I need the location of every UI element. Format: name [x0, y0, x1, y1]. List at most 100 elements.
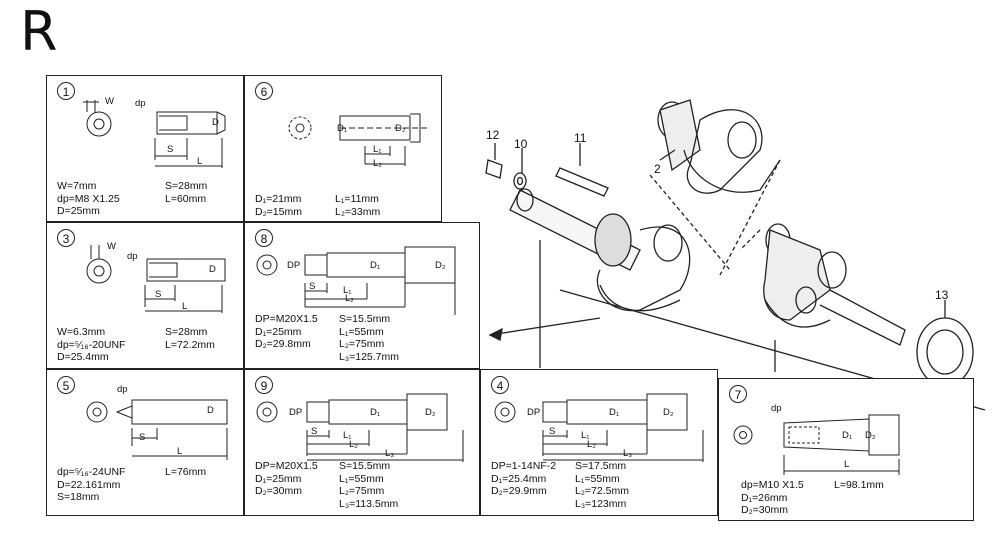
- spec-d: D=22.161mm: [57, 478, 121, 491]
- spec-list-2: S=15.5mm L₁=55mm L₂=75mm L₃=125.7mm: [339, 313, 399, 363]
- spec-d2: D₂=30mm: [741, 504, 788, 516]
- spec-dp: DP=M20X1.5: [255, 460, 318, 472]
- spec-list-2: L=76mm: [165, 466, 206, 479]
- label-d2: D₂: [425, 407, 436, 418]
- panel-number: 6: [255, 82, 273, 100]
- spec-l3: L₃=113.5mm: [339, 497, 399, 510]
- spec-list: dp=M10 X1.5 D₁=26mm D₂=30mm: [741, 479, 804, 517]
- spec-l2: L₂=33mm: [335, 205, 381, 218]
- spec-d1: D₁=25mm: [255, 325, 302, 338]
- spec-w: W=6.3mm: [57, 326, 106, 338]
- spec-l: L=60mm: [165, 192, 207, 205]
- spec-d1: D₁=25mm: [255, 472, 302, 485]
- spec-l1: L₁=55mm: [339, 325, 384, 338]
- spec-d1: D₁=25.4mm: [491, 472, 547, 485]
- spec-l3: L₃=125.7mm: [339, 350, 400, 363]
- label-dp: dp: [771, 403, 782, 414]
- spec-s: S=15.5mm: [339, 313, 391, 325]
- label-l1: L₁: [373, 144, 382, 155]
- shaft-end-drawing: [256, 393, 464, 462]
- spec-list-2: S=15.5mm L₁=55mm L₂=75mm L₃=113.5mm: [339, 460, 398, 510]
- spec-dp: dp=M8 X1.25: [57, 192, 120, 205]
- label-dp: dp: [117, 384, 128, 395]
- label-l: L: [197, 156, 203, 167]
- spec-l3: L₃=123mm: [575, 497, 627, 510]
- label-s: S: [167, 144, 174, 155]
- label-d1: D₁: [609, 407, 620, 418]
- panel-6: 6 D₁ D₂ L₁ L₂ D₁=21mm D₂=15mm L₁=11mm L₂…: [244, 75, 442, 222]
- panel-9: 9 DP S D₁ D₂ L₁ L₂ L₃ DP=M20X1.5 D₁=25mm…: [244, 369, 480, 516]
- spec-list-2: S=17.5mm L₁=55mm L₂=72.5mm L₃=123mm: [575, 460, 629, 510]
- spec-dp: dp=M10 X1.5: [741, 479, 804, 491]
- spec-d2: D₂=15mm: [255, 205, 302, 218]
- spec-d2: D₂=30mm: [255, 485, 302, 497]
- panel-5: 5 dp D S L dp=⁵⁄₁₆-24UNF D=22.161mm S=18…: [46, 369, 244, 516]
- label-l2: L₂: [349, 439, 358, 450]
- spec-list: dp=⁵⁄₁₆-24UNF D=22.161mm S=18mm: [57, 466, 125, 504]
- spec-dp: dp=⁵⁄₁₆-20UNF: [57, 338, 126, 351]
- panel-number: 3: [57, 229, 75, 247]
- spec-w: W=7mm: [57, 180, 97, 192]
- label-s: S: [311, 426, 318, 437]
- panel-number: 7: [729, 385, 747, 403]
- label-d1: D₁: [370, 407, 381, 418]
- label-s: S: [549, 426, 556, 437]
- callout-10: 10: [514, 137, 528, 151]
- section-letter: R: [20, 0, 58, 63]
- shaft-end-drawing: [256, 246, 456, 315]
- panel-1: 1 W dp D S L W=7mm dp=M8 X1.25 D=25mm S=…: [46, 75, 244, 222]
- panel-8: 8 DP S D₁ D₂ L₁ L₂ DP=M20X1.5 D₁=25mm D₂…: [244, 222, 480, 369]
- label-s: S: [309, 281, 316, 292]
- shaft-end-drawing: [494, 393, 704, 462]
- spec-l1: L₁=11mm: [335, 193, 379, 205]
- label-l2: L₂: [373, 158, 382, 169]
- label-l: L: [177, 446, 183, 457]
- label-s: S: [139, 432, 146, 443]
- spec-l2: L₂=75mm: [339, 338, 385, 350]
- spec-dp: DP=1-14NF-2: [491, 460, 557, 472]
- spec-d: D=25mm: [57, 205, 100, 217]
- spec-d: D=25.4mm: [57, 351, 109, 363]
- spec-l2: L₂=72.5mm: [575, 485, 629, 497]
- label-dp: DP: [289, 407, 303, 418]
- shaft-end-drawing: [86, 245, 226, 313]
- shaft-end-drawing: [288, 113, 430, 166]
- panel-number: 8: [255, 229, 273, 247]
- label-l2: L₂: [587, 439, 596, 450]
- spec-dp: DP=M20X1.5: [255, 313, 318, 325]
- spec-list: DP=M20X1.5 D₁=25mm D₂=30mm: [255, 460, 318, 498]
- label-dp: DP: [287, 260, 301, 271]
- label-d2: D₂: [435, 260, 446, 271]
- callout-2: 2: [654, 162, 661, 176]
- panel-7: 7 dp D₁ D₂ L dp=M10 X1.5 D₁=26mm D₂=30mm…: [718, 378, 974, 521]
- spec-list: DP=M20X1.5 D₁=25mm D₂=29.8mm: [255, 313, 318, 351]
- label-d: D: [212, 117, 219, 128]
- spec-list-2: S=28mm L=72.2mm: [165, 326, 215, 351]
- spec-s: S=28mm: [165, 180, 208, 192]
- label-d: D: [207, 405, 214, 416]
- label-dp: DP: [527, 407, 541, 418]
- label-l1: L₁: [581, 430, 590, 441]
- spec-l2: L₂=75mm: [339, 485, 385, 497]
- panel-number: 9: [255, 376, 273, 394]
- label-l1: L₁: [343, 285, 352, 296]
- shaft-end-drawing: [86, 399, 228, 460]
- spec-l: L=72.2mm: [165, 338, 215, 351]
- spec-d2: D₂=29.8mm: [255, 338, 311, 350]
- spec-s: S=18mm: [57, 491, 100, 503]
- spec-list-2: L=98.1mm: [834, 479, 884, 492]
- label-d: D: [209, 264, 216, 275]
- label-d2: D₂: [395, 123, 406, 134]
- label-dp: dp: [127, 251, 138, 262]
- label-l: L: [844, 459, 850, 470]
- spec-list: DP=1-14NF-2 D₁=25.4mm D₂=29.9mm: [491, 460, 556, 498]
- spec-d1: D₁=21mm: [255, 193, 302, 205]
- spec-list: W=6.3mm dp=⁵⁄₁₆-20UNF D=25.4mm: [57, 326, 125, 364]
- label-w: W: [105, 96, 114, 107]
- spec-d2: D₂=29.9mm: [491, 485, 547, 497]
- label-d1: D₁: [370, 260, 381, 271]
- callout-12: 12: [486, 128, 500, 142]
- spec-list: W=7mm dp=M8 X1.25 D=25mm: [57, 180, 120, 218]
- spec-l: L=76mm: [165, 466, 207, 478]
